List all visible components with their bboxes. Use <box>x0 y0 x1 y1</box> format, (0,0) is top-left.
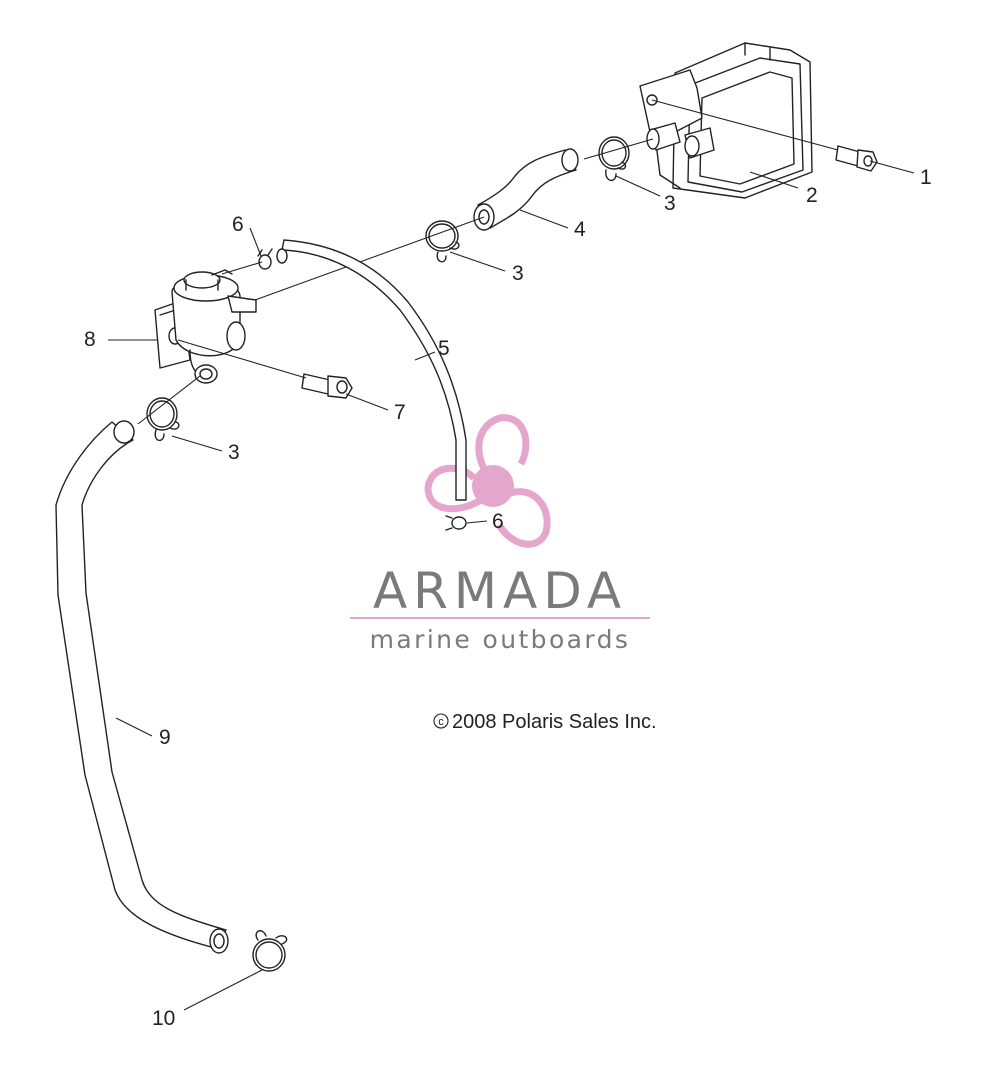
small-clamp-part-6b <box>445 515 467 531</box>
callout-3-bottom: 3 <box>228 441 240 464</box>
canister-part <box>639 42 813 199</box>
hose-clamp-part-3c <box>146 397 180 441</box>
callout-10: 10 <box>152 1007 175 1030</box>
armada-logo: ARMADA marine outboards <box>350 414 650 654</box>
bolt-part-7 <box>301 373 353 399</box>
callout-6-bottom: 6 <box>492 510 504 533</box>
brand-wordmark: ARMADA <box>373 562 627 620</box>
callout-3-top: 3 <box>664 192 676 215</box>
hose-clamp-part-3b <box>425 220 460 263</box>
propeller-hub <box>472 465 514 507</box>
copyright-text: 2008 Polaris Sales Inc. <box>452 711 657 733</box>
copyright-symbol: c <box>438 716 444 728</box>
small-hose-part-5 <box>276 239 467 501</box>
bolt-part-1 <box>835 145 878 172</box>
valve-part-8 <box>154 269 257 384</box>
brand-tagline: marine outboards <box>370 625 631 654</box>
long-hose-part-9 <box>55 420 229 954</box>
callout-1: 1 <box>920 166 932 189</box>
small-clamp-part-6a <box>257 248 273 270</box>
hose-part-4 <box>473 148 579 231</box>
copyright-notice: c 2008 Polaris Sales Inc. <box>433 711 657 733</box>
callout-4: 4 <box>574 218 586 241</box>
hose-clamp-part-3a <box>598 136 630 181</box>
callout-7: 7 <box>394 401 406 424</box>
callout-8: 8 <box>84 328 96 351</box>
copyright-circle-icon <box>433 713 449 729</box>
callout-6-top: 6 <box>232 213 244 236</box>
callout-5: 5 <box>438 337 450 360</box>
callout-3-middle: 3 <box>512 262 524 285</box>
callout-9: 9 <box>159 726 171 749</box>
callout-2: 2 <box>806 184 818 207</box>
hose-clamp-part-10 <box>252 930 288 972</box>
